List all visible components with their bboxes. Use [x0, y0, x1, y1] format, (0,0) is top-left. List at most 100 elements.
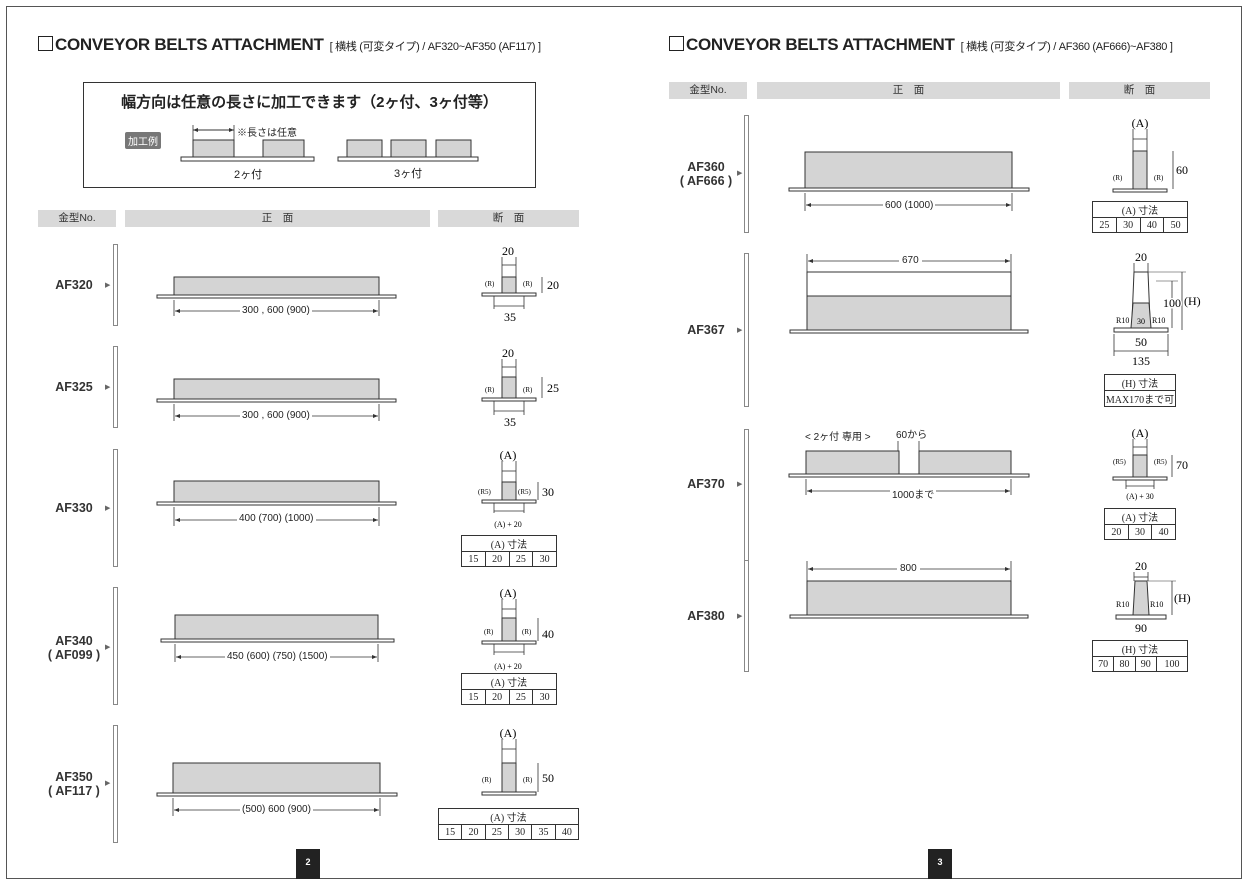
checkbox-icon	[38, 36, 53, 51]
pointer-arrow-icon: ▶	[737, 613, 743, 620]
gap-dim: 60から	[896, 430, 928, 441]
page-number-left: 2	[296, 849, 320, 879]
section-view-af367: 20 100 (H) R10 R10 30 50 135	[1113, 250, 1201, 368]
dim-table-af367: (H) 寸法 MAX170まで可	[1104, 374, 1176, 407]
section-view-af325: 20 25 (R) (R) 35	[481, 346, 559, 429]
dim-table-cell: 30	[532, 551, 557, 567]
dim-table-cell: 50	[1163, 217, 1188, 233]
dim-table-cell: 25	[1092, 217, 1117, 233]
section-view-af340: (A) 40 (R) (R) (A) + 20	[481, 586, 554, 671]
radius-label-left: (R)	[484, 628, 494, 636]
right-title-text: CONVEYOR BELTS ATTACHMENT	[686, 35, 955, 54]
dim-table-head: (A) 寸法	[438, 808, 579, 825]
section-bottom-dim: 35	[504, 415, 516, 429]
model-code: AF350	[55, 770, 93, 784]
left-page-title: CONVEYOR BELTS ATTACHMENT [ 横桟 (可変タイプ) / …	[38, 35, 541, 55]
section-height-dim: (H)	[1174, 591, 1191, 605]
model-label-af325: AF325	[55, 380, 93, 394]
left-subtitle: [ 横桟 (可変タイプ) / AF320~AF350 (AF117) ]	[329, 41, 542, 53]
section-view-af380: 20 (H) R10 R10 90	[1115, 559, 1191, 635]
radius-label-right: (R5)	[1154, 458, 1168, 466]
dim-af380: 800	[897, 563, 920, 574]
section-side-dim: 30	[542, 485, 554, 499]
row-bracket	[113, 449, 118, 567]
dim-af330: 400 (700) (1000)	[237, 513, 316, 524]
dim-table-cell: MAX170まで可	[1104, 390, 1176, 407]
radius-label-right: (R)	[523, 776, 533, 784]
dim-table-cell: 20	[484, 551, 510, 567]
dim-table-af350: (A) 寸法 15 20 25 30 35 40	[437, 808, 580, 840]
row-bracket	[744, 429, 749, 569]
pointer-arrow-icon: ▶	[737, 170, 743, 177]
dim-table-cell: 20	[461, 824, 486, 840]
front-view-af325	[156, 378, 397, 421]
radius-label-left: (R5)	[1113, 458, 1127, 466]
dim-table-cell: 90	[1134, 656, 1157, 672]
dim-af325: 300 , 600 (900)	[240, 410, 312, 421]
section-bottom-dim: 90	[1135, 621, 1147, 635]
dim-table-cell: 15	[437, 824, 463, 840]
header-front-view: 正 面	[125, 210, 430, 227]
section-side-dim: 100	[1163, 296, 1181, 310]
row-bracket	[113, 244, 118, 326]
section-view-af350: (A) 50 (R) (R)	[481, 726, 554, 796]
section-top-dim: 20	[502, 244, 514, 258]
checkbox-icon	[669, 36, 684, 51]
radius-label-right: R10	[1152, 316, 1165, 325]
section-bottom-dim: (A) + 30	[1126, 492, 1154, 501]
section-view-af320: 20 20 (R) (R) 35	[481, 244, 559, 324]
section-top-dim: 20	[1135, 250, 1147, 264]
radius-label-left: (R)	[482, 776, 492, 784]
model-label-af330: AF330	[55, 501, 93, 515]
dim-table-cell: 30	[507, 824, 533, 840]
model-label-af360: AF360 ( AF666 )	[676, 160, 736, 188]
radius-label-left: (R)	[1113, 174, 1123, 182]
pointer-arrow-icon: ▶	[737, 481, 743, 488]
header-model-no: 金型No.	[669, 82, 747, 99]
header-model-no: 金型No.	[38, 210, 116, 227]
label-two-piece: 2ヶ付	[234, 169, 263, 181]
header-front-view: 正 面	[757, 82, 1060, 99]
radius-label-left: (R)	[485, 386, 495, 394]
pointer-arrow-icon: ▶	[105, 644, 111, 651]
model-code: AF340	[55, 634, 93, 648]
example-drawing	[180, 125, 479, 162]
section-height-dim: (H)	[1184, 294, 1201, 308]
section-side-dim: 60	[1176, 163, 1188, 177]
model-label-af320: AF320	[55, 278, 93, 292]
model-label-af367: AF367	[687, 323, 725, 337]
section-view-af330: (A) 30 (R5) (R5) (A) + 20	[478, 448, 554, 529]
dim-table-af340: (A) 寸法 15 20 25 30	[461, 673, 557, 705]
dim-table-cell: 15	[461, 551, 486, 567]
row-bracket	[113, 346, 118, 428]
dim-af340: 450 (600) (750) (1500)	[225, 651, 330, 662]
left-title-text: CONVEYOR BELTS ATTACHMENT	[55, 35, 324, 54]
section-top-dim: (A)	[1132, 116, 1149, 130]
front-view-af380	[789, 561, 1029, 619]
model-alt-code: ( AF117 )	[48, 784, 100, 798]
section-bottom-dim: 35	[504, 310, 516, 324]
section-base-dim: 135	[1132, 354, 1150, 368]
front-view-af370	[788, 441, 1030, 495]
dim-table-cell: 25	[508, 551, 534, 567]
section-top-dim: (A)	[500, 586, 517, 600]
dim-table-head: (H) 寸法	[1092, 640, 1188, 657]
section-side-dim: 50	[542, 771, 554, 785]
front-view-af350	[156, 762, 398, 816]
dim-table-head: (H) 寸法	[1104, 374, 1176, 391]
front-view-af330	[156, 480, 397, 526]
dim-af367: 670	[899, 255, 922, 266]
dim-table-cell: 20	[484, 689, 510, 705]
dim-table-cell: 30	[532, 689, 557, 705]
pointer-arrow-icon: ▶	[105, 282, 111, 289]
dim-table-head: (A) 寸法	[461, 673, 557, 690]
row-bracket	[744, 560, 749, 672]
radius-label-right: R10	[1150, 600, 1163, 609]
model-label-af350: AF350 ( AF117 )	[44, 770, 104, 798]
dim-table-cell: 30	[1127, 524, 1153, 540]
dim-table-cell: 30	[1115, 217, 1141, 233]
dim-table-cell: 40	[1139, 217, 1165, 233]
dim-table-head: (A) 寸法	[1104, 508, 1176, 525]
header-section-view: 断 面	[1069, 82, 1210, 99]
section-view-af370: (A) 70 (R5) (R5) (A) + 30	[1112, 426, 1188, 501]
